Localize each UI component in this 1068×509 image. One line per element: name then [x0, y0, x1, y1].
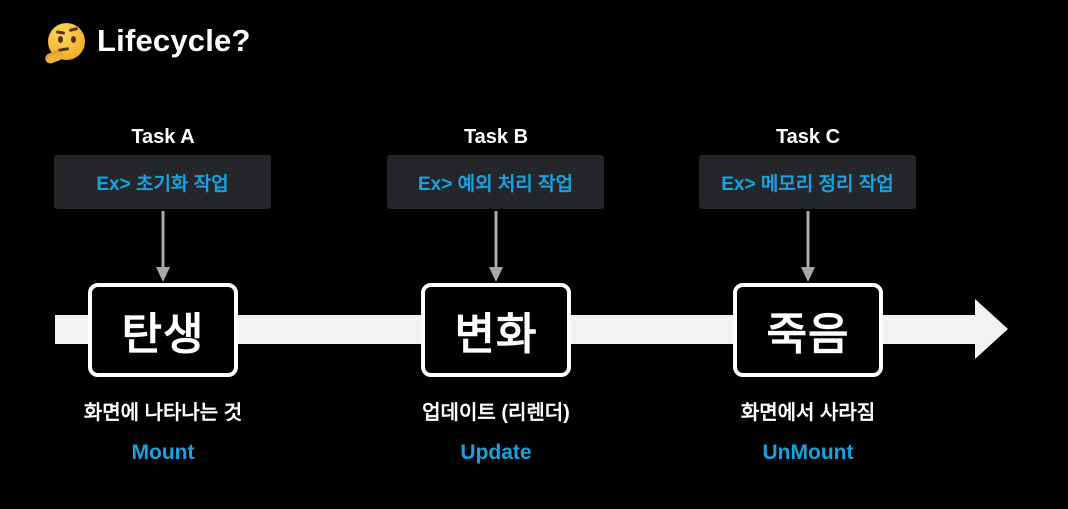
stage-description: 화면에 나타나는 것 [83, 402, 243, 424]
down-arrow-icon [801, 211, 815, 282]
example-box: Ex> 초기화 작업 [54, 155, 271, 209]
lifecycle-column-unmount: Task C Ex> 메모리 정리 작업 죽음 화면에서 사라짐 UnMount [668, 0, 948, 509]
task-label: Task C [775, 126, 841, 148]
stage-description: 화면에서 사라짐 [740, 402, 876, 424]
stage-description: 업데이트 (리렌더) [422, 402, 570, 424]
stage-box-death: 죽음 [733, 283, 883, 377]
down-arrow-icon [156, 211, 170, 282]
slide-title-row: Lifecycle? [43, 22, 251, 65]
example-box: Ex> 메모리 정리 작업 [699, 155, 916, 209]
timeline-arrow-head [975, 299, 1008, 359]
stage-box-birth: 탄생 [88, 283, 238, 377]
stage-box-change: 변화 [421, 283, 571, 377]
lifecycle-column-mount: Task A Ex> 초기화 작업 탄생 화면에 나타나는 것 Mount [23, 0, 303, 509]
thinking-face-icon [43, 22, 85, 65]
phase-name-mount: Mount [131, 441, 195, 464]
task-label: Task A [131, 126, 195, 148]
phase-name-unmount: UnMount [762, 441, 854, 464]
page-title: Lifecycle? [97, 23, 251, 58]
lifecycle-column-update: Task B Ex> 예외 처리 작업 변화 업데이트 (리렌더) Update [356, 0, 636, 509]
task-label: Task B [463, 126, 529, 148]
example-box: Ex> 예외 처리 작업 [387, 155, 604, 209]
phase-name-update: Update [460, 441, 532, 464]
down-arrow-icon [489, 211, 503, 282]
